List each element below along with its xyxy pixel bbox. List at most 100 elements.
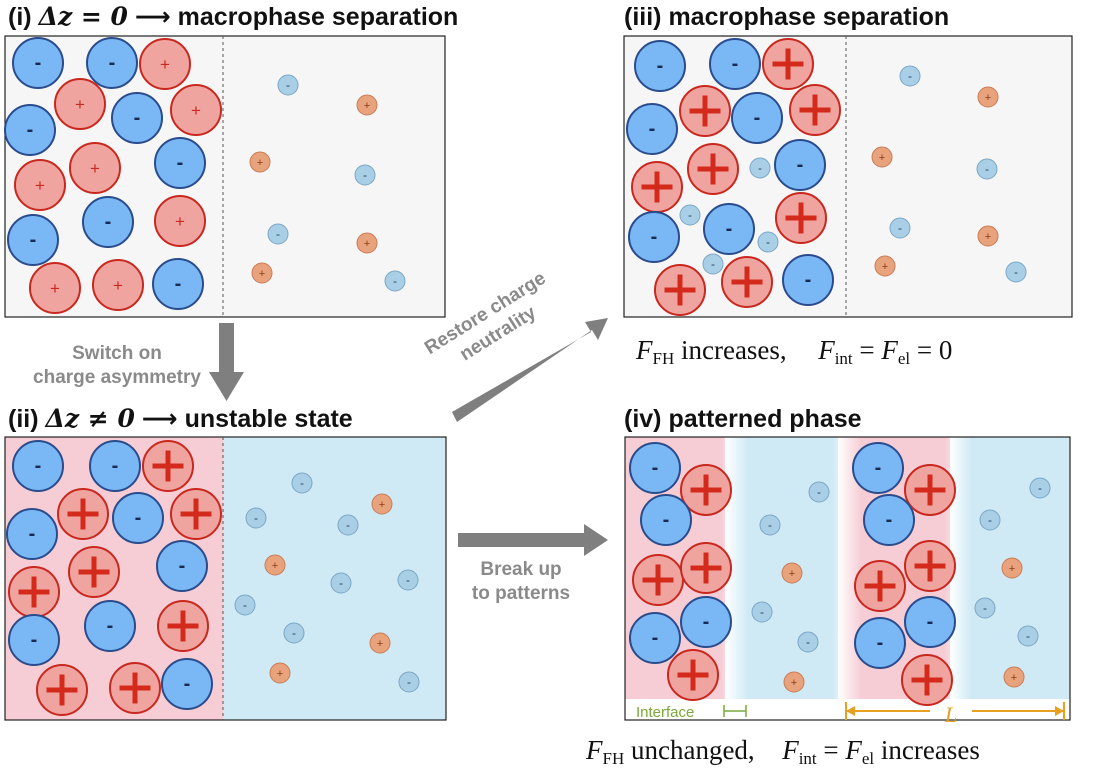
equation-iii: FFH increases, Fint = Fel = 0	[636, 333, 952, 376]
minus-symbol: -	[988, 513, 992, 527]
anion-large: -	[782, 254, 834, 306]
eq-iii-el-sub: el	[897, 349, 911, 368]
anion-small: -	[679, 204, 701, 226]
anion-small: -	[1017, 625, 1039, 647]
cation-small: +	[269, 662, 291, 684]
anion-large: -	[731, 92, 783, 144]
eq-iv-el-sub: el	[861, 749, 875, 768]
minus-symbol: -	[276, 227, 280, 241]
minus-symbol: -	[177, 152, 184, 174]
plus-bar-v	[812, 94, 818, 126]
eq-iii-eq1: =	[852, 335, 882, 365]
plus-symbol: +	[257, 157, 263, 169]
minus-symbol: -	[886, 509, 893, 531]
cation-large	[901, 654, 953, 706]
plus-symbol: +	[789, 568, 795, 580]
anion-large: -	[86, 37, 138, 89]
eq-iii-int-sub: int	[834, 349, 853, 368]
panel-ii-text: unstable state	[184, 405, 353, 433]
anion-large: -	[703, 203, 755, 255]
minus-symbol: -	[797, 154, 804, 176]
arrow-switch	[209, 323, 244, 401]
eq-iv-int-sub: int	[798, 749, 817, 768]
eq-iv-fh-text: unchanged,	[624, 735, 755, 765]
anion-large: -	[904, 596, 956, 648]
plus-bar-v	[877, 570, 883, 602]
anion-large: -	[12, 37, 64, 89]
plus-bar-v	[927, 474, 933, 506]
anion-small: -	[277, 74, 299, 96]
anion-small: -	[749, 157, 771, 179]
anion-large: -	[154, 137, 206, 189]
anion-small: -	[384, 270, 406, 292]
anion-small: -	[1029, 477, 1051, 499]
plus-bar-v	[798, 202, 804, 234]
plus-bar-v	[744, 266, 750, 298]
anion-small: -	[398, 671, 420, 693]
anion-small: -	[245, 507, 267, 529]
minus-symbol: -	[651, 226, 658, 248]
anion-large: -	[89, 440, 141, 492]
plus-symbol: +	[50, 279, 60, 298]
anion-small: -	[976, 158, 998, 180]
panel-iv-text: patterned phase	[668, 405, 862, 433]
panel-iii-title: (iii) macrophase separation	[624, 2, 949, 32]
cation-large	[854, 560, 906, 612]
eq-iii-fh: F	[636, 335, 653, 365]
plus-bar-v	[703, 552, 709, 584]
anion-small: -	[702, 253, 724, 275]
minus-symbol: -	[109, 52, 116, 74]
eq-iii-int: F	[818, 335, 835, 365]
cation-small: +	[1001, 557, 1023, 579]
panel-i-arrow: ⟶	[134, 3, 171, 31]
eq-iv-eq1: =	[816, 735, 846, 765]
panel-iv: ----------+--+--+--+ Interface L	[624, 436, 1071, 727]
plus-symbol: +	[277, 668, 283, 680]
minus-symbol: -	[927, 611, 934, 633]
minus-symbol: -	[1014, 265, 1018, 279]
switch-label: Switch on charge asymmetry	[33, 343, 201, 388]
equation-iv: FFH unchanged, Fint = Fel increases	[586, 733, 980, 776]
anion-large: -	[7, 214, 59, 266]
plus-bar-v	[655, 564, 661, 596]
plus-symbol: +	[791, 677, 797, 689]
minus-symbol: -	[406, 573, 410, 587]
minus-symbol: -	[112, 455, 119, 477]
minus-symbol: -	[31, 629, 38, 651]
minus-symbol: -	[985, 162, 989, 176]
panel-ii-particles: ---------+--+----++-	[6, 440, 420, 716]
cation-large	[157, 600, 209, 652]
minus-symbol: -	[649, 118, 656, 140]
cation-large	[762, 38, 814, 90]
panel-iii-text: macrophase separation	[668, 3, 950, 31]
anion-large: -	[111, 92, 163, 144]
minus-symbol: -	[346, 518, 350, 532]
cation-large: +	[139, 38, 191, 90]
minus-symbol: -	[726, 218, 733, 240]
plus-symbol: +	[882, 261, 888, 273]
minus-symbol: -	[663, 509, 670, 531]
anion-large: -	[854, 617, 906, 669]
minus-symbol: -	[286, 78, 290, 92]
plus-symbol: +	[90, 159, 100, 178]
minus-symbol: -	[134, 107, 141, 129]
plus-symbol: +	[175, 212, 185, 231]
cation-large	[721, 256, 773, 308]
cation-large	[109, 662, 161, 714]
eq-iii-eq2: = 0	[910, 335, 953, 365]
panel-i-math: Δz = 0	[38, 2, 128, 31]
length-arrowhead-left	[846, 706, 855, 716]
anion-small: -	[1005, 261, 1027, 283]
cation-large	[170, 488, 222, 540]
plus-symbol: +	[364, 238, 370, 250]
arrow-restore	[452, 318, 608, 422]
minus-symbol: -	[27, 119, 34, 141]
panel-i-text: macrophase separation	[177, 3, 459, 31]
cation-small: +	[781, 562, 803, 584]
plus-symbol: +	[985, 92, 991, 104]
plus-bar-v	[654, 171, 660, 203]
eq-iv-fh: F	[586, 735, 603, 765]
eq-iii-fh-sub: FH	[652, 349, 675, 368]
minus-symbol: -	[711, 257, 715, 271]
minus-symbol: -	[363, 168, 367, 182]
